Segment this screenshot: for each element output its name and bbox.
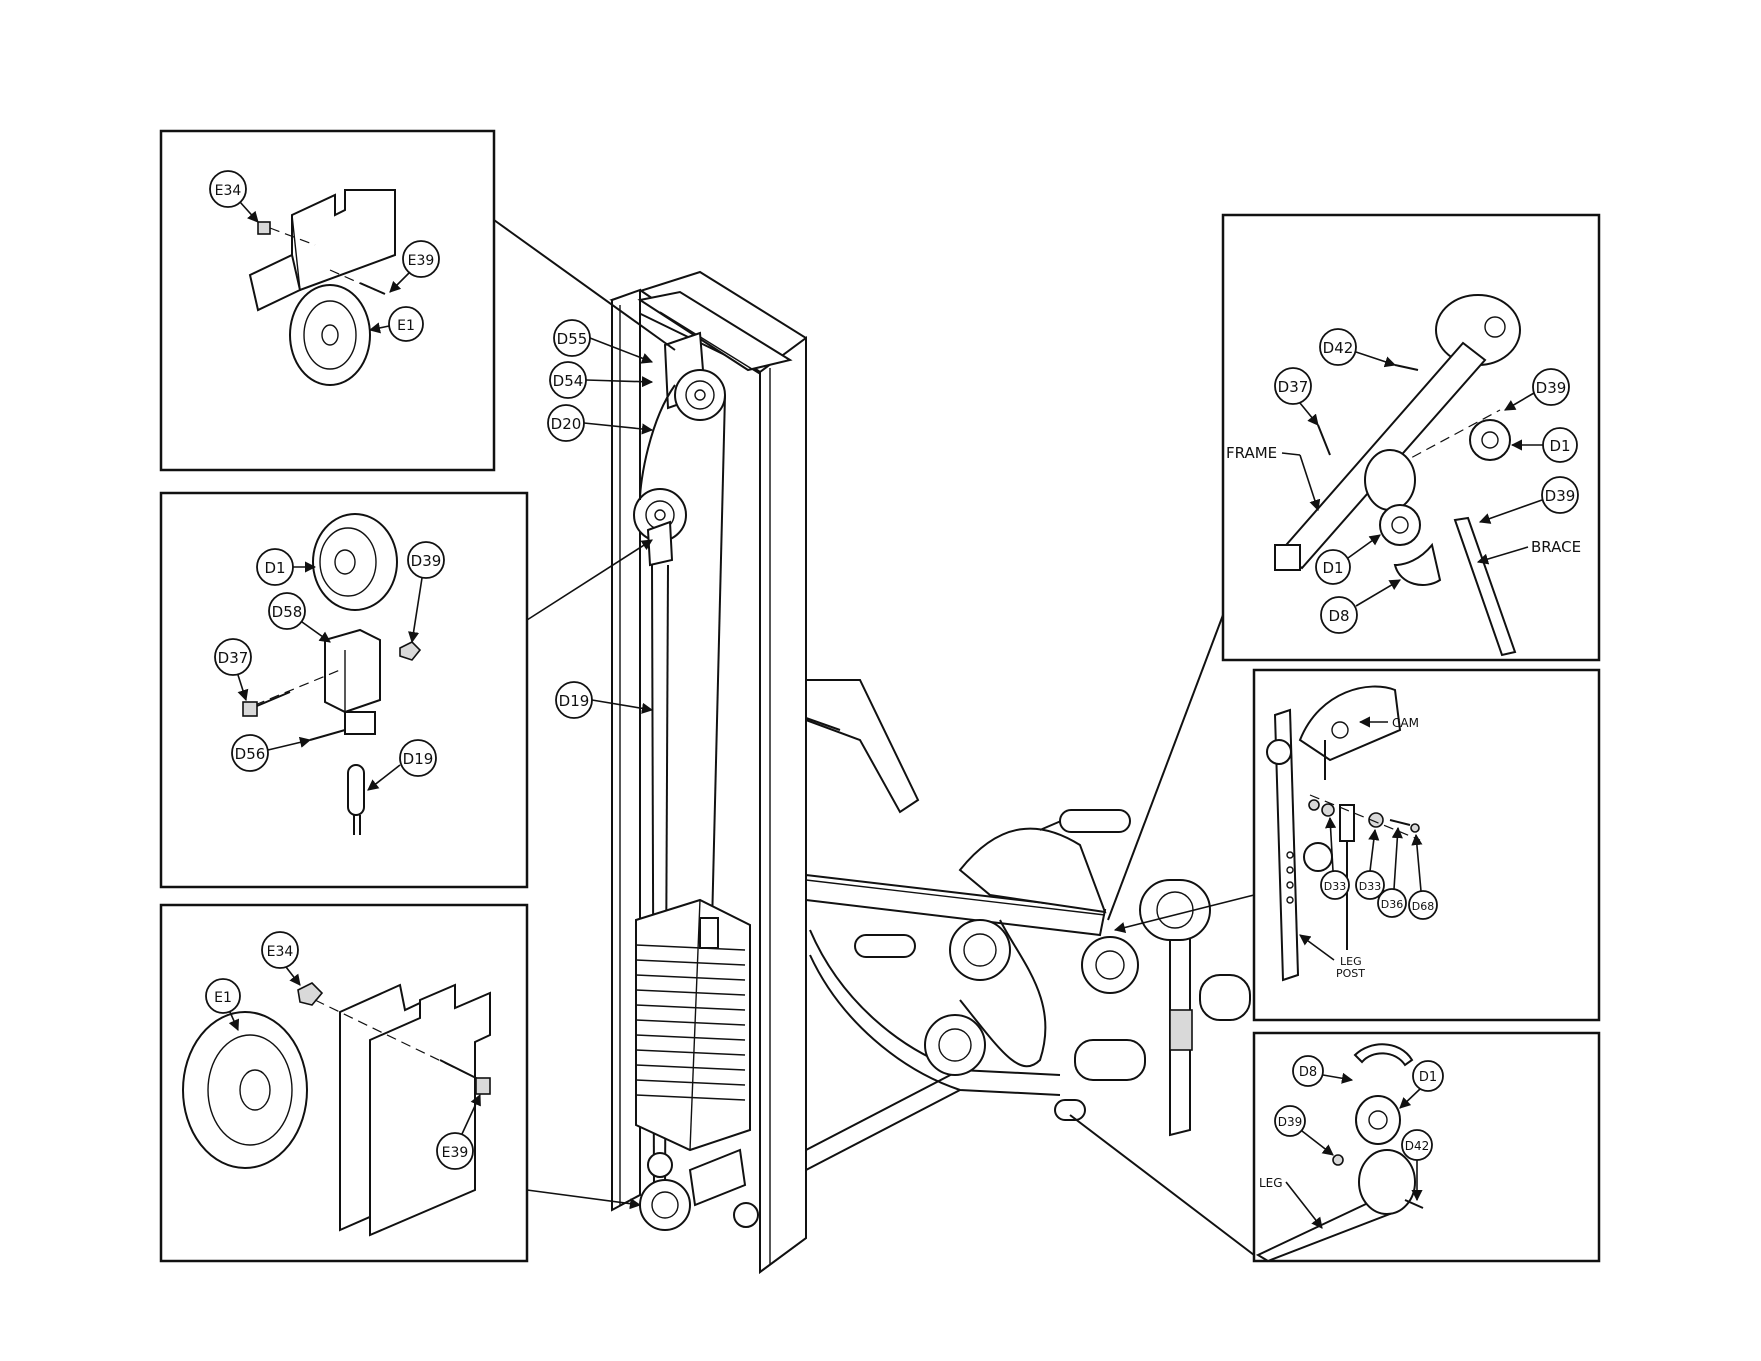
svg-text:E34: E34 bbox=[267, 944, 294, 960]
callout-d55: D55 bbox=[554, 320, 590, 356]
svg-text:D36: D36 bbox=[1381, 898, 1403, 911]
callout-d54: D54 bbox=[550, 362, 586, 398]
svg-text:D42: D42 bbox=[1405, 1139, 1430, 1153]
callout-d1: D1 bbox=[257, 549, 293, 585]
callout-d37: D37 bbox=[1275, 368, 1311, 404]
callout-d68: D68 bbox=[1409, 891, 1437, 919]
callout-d39-b: D39 bbox=[1542, 477, 1578, 513]
svg-text:D1: D1 bbox=[264, 559, 285, 577]
svg-text:D39: D39 bbox=[1545, 487, 1576, 505]
svg-text:D37: D37 bbox=[1278, 378, 1309, 396]
callout-d36: D36 bbox=[1378, 889, 1406, 917]
callout-e34: E34 bbox=[262, 932, 298, 968]
label-leg: LEG bbox=[1259, 1176, 1283, 1190]
svg-text:D33: D33 bbox=[1324, 880, 1346, 893]
callout-d42: D42 bbox=[1402, 1130, 1432, 1160]
detail-mid-right: CAM D33 D33 D36 D68 LEG POST bbox=[1254, 670, 1599, 1020]
svg-text:D8: D8 bbox=[1328, 607, 1349, 625]
callout-d8: D8 bbox=[1293, 1056, 1323, 1086]
callout-d42: D42 bbox=[1320, 329, 1356, 365]
callout-e39: E39 bbox=[403, 241, 439, 277]
main-weight-tower bbox=[612, 272, 806, 1272]
callout-d58: D58 bbox=[269, 593, 305, 629]
callout-d56: D56 bbox=[232, 735, 268, 771]
svg-text:D39: D39 bbox=[411, 552, 442, 570]
svg-text:D42: D42 bbox=[1323, 339, 1354, 357]
svg-text:D39: D39 bbox=[1278, 1115, 1303, 1129]
svg-text:D68: D68 bbox=[1412, 900, 1434, 913]
svg-text:E39: E39 bbox=[408, 253, 435, 269]
callout-d1: D1 bbox=[1413, 1061, 1443, 1091]
label-cam: CAM bbox=[1392, 716, 1419, 730]
label-frame: FRAME bbox=[1226, 444, 1277, 462]
svg-text:E34: E34 bbox=[215, 183, 242, 199]
callout-d20: D20 bbox=[548, 405, 584, 441]
svg-text:D56: D56 bbox=[235, 745, 266, 763]
svg-text:D1: D1 bbox=[1549, 437, 1570, 455]
detail-mid-left: D1 D39 D58 D37 D56 D19 bbox=[161, 493, 527, 887]
callout-d1-b: D1 bbox=[1316, 550, 1350, 584]
svg-text:D1: D1 bbox=[1419, 1070, 1437, 1085]
svg-text:E39: E39 bbox=[442, 1145, 469, 1161]
callout-d39: D39 bbox=[408, 542, 444, 578]
callout-e1: E1 bbox=[206, 979, 240, 1013]
callout-e39: E39 bbox=[437, 1133, 473, 1169]
detail-bottom-left: E34 E1 E39 bbox=[161, 905, 527, 1261]
svg-text:D20: D20 bbox=[551, 415, 582, 433]
svg-text:E1: E1 bbox=[397, 318, 415, 334]
callout-e1: E1 bbox=[389, 307, 423, 341]
main-press-frame bbox=[806, 680, 1250, 1170]
callout-d39: D39 bbox=[1275, 1106, 1305, 1136]
callout-d33-a: D33 bbox=[1321, 871, 1349, 899]
detail-top-right: D42 D37 D39 D1 FRAME D39 BRACE D1 bbox=[1223, 215, 1599, 660]
svg-text:D1: D1 bbox=[1322, 559, 1343, 577]
detail-top-left: E34 E39 E1 bbox=[161, 131, 494, 470]
detail-bottom-right: D8 D1 D39 D42 LEG bbox=[1254, 1033, 1599, 1261]
svg-text:D33: D33 bbox=[1359, 880, 1381, 893]
svg-text:D55: D55 bbox=[557, 330, 588, 348]
svg-text:D54: D54 bbox=[553, 372, 584, 390]
svg-text:D19: D19 bbox=[403, 750, 434, 768]
callout-d8: D8 bbox=[1321, 597, 1357, 633]
svg-text:D58: D58 bbox=[272, 603, 303, 621]
svg-text:D8: D8 bbox=[1299, 1065, 1317, 1080]
callout-d1-a: D1 bbox=[1543, 428, 1577, 462]
label-brace: BRACE bbox=[1531, 538, 1581, 556]
callout-d19: D19 bbox=[556, 682, 592, 718]
svg-text:D19: D19 bbox=[559, 692, 590, 710]
svg-text:E1: E1 bbox=[214, 990, 232, 1006]
callout-d39-a: D39 bbox=[1533, 369, 1569, 405]
svg-text:D39: D39 bbox=[1536, 379, 1567, 397]
label-leg-post-2: POST bbox=[1336, 967, 1365, 980]
svg-text:D37: D37 bbox=[218, 649, 249, 667]
callout-d37: D37 bbox=[215, 639, 251, 675]
callout-d19: D19 bbox=[400, 740, 436, 776]
